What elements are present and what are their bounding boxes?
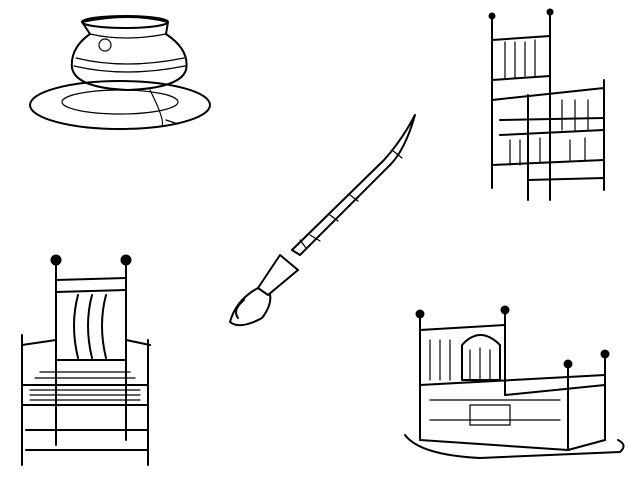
sword-grip: [257, 254, 299, 296]
finial: [500, 305, 510, 315]
cradle-panels: [429, 339, 561, 426]
finial: [563, 359, 573, 369]
finial: [120, 254, 132, 266]
plate-well: [61, 89, 179, 115]
pot-and-plate: [29, 15, 211, 130]
pot-handle: [98, 38, 112, 52]
cradle-rails: [419, 324, 606, 451]
sword: [229, 114, 416, 327]
chair-rails: [21, 277, 151, 451]
finial: [488, 12, 496, 20]
finial: [546, 8, 554, 16]
cradle-posts: [419, 311, 606, 451]
pot-bands: [73, 33, 186, 73]
pot-rim: [81, 15, 169, 29]
chair-spindles: [504, 39, 589, 166]
finial: [415, 309, 425, 319]
chair-spindles: [73, 294, 107, 359]
shading: [149, 89, 179, 127]
chair-posts: [491, 13, 605, 201]
finial: [50, 254, 62, 266]
cradle-rocker: [404, 434, 625, 459]
rush-seat: [29, 371, 141, 401]
blade-marks: [299, 149, 403, 249]
cradle: [404, 305, 625, 459]
plate: [29, 80, 211, 130]
sword-blade: [291, 114, 416, 256]
chair-posts: [21, 261, 149, 466]
cradle-hood: [461, 334, 501, 381]
armchair-top-right: [488, 8, 605, 201]
armchair-bottom-left: [21, 254, 151, 466]
guard-inner: [235, 299, 245, 319]
chair-rails: [491, 35, 605, 181]
pot-body: [70, 16, 188, 91]
finial: [600, 349, 610, 359]
